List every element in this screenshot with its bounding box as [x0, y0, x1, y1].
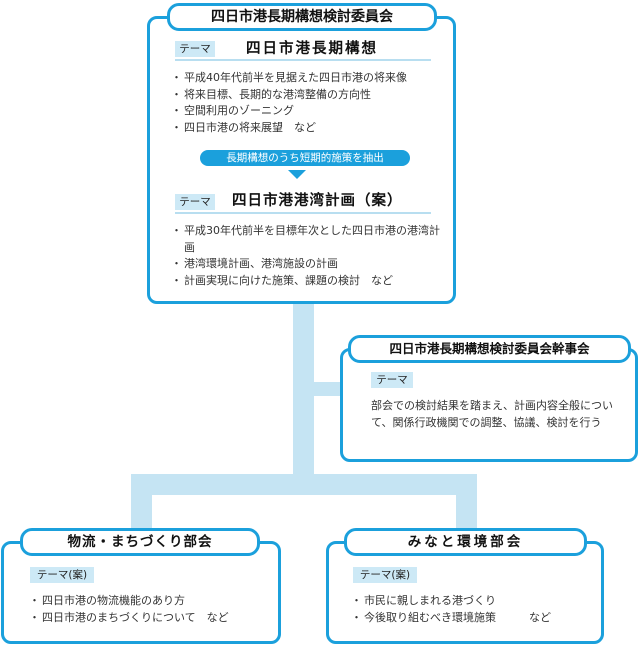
list-item: 市民に親しまれる港づくり — [351, 593, 598, 610]
secretariat-description: 部会での検討結果を踏まえ、計画内容全般について、関係行政機関での調整、協議、検討… — [371, 399, 613, 429]
long-term-bullet-list: 平成40年代前半を見据えた四日市港の将来像 将来目標、長期的な港湾整備の方向性 … — [171, 70, 443, 137]
connector-right-drop — [456, 474, 477, 541]
theme-name-long-term: 四日市港長期構想 — [246, 41, 378, 57]
theme-name-port-plan: 四日市港港湾計画（案） — [232, 193, 403, 209]
list-item: 四日市港の物流機能のあり方 — [29, 593, 271, 610]
environment-bullet-list: 市民に親しまれる港づくり 今後取り組むべき環境施策 など — [351, 593, 598, 627]
connector-horizontal — [131, 474, 477, 495]
logistics-bullet-list: 四日市港の物流機能のあり方 四日市港のまちづくりについて など — [29, 593, 271, 627]
theme-underline-port-plan — [175, 212, 431, 214]
theme-underline-long-term — [175, 59, 431, 61]
connector-to-secretariat — [293, 382, 346, 396]
down-arrow-icon — [288, 170, 306, 179]
logistics-theme-tag: テーマ(案) — [30, 567, 94, 583]
theme-tag-port-plan: テーマ — [175, 194, 215, 210]
list-item: 四日市港の将来展望 など — [171, 120, 443, 137]
port-plan-bullet-list: 平成30年代前半を目標年次とした四日市港の港湾計画 港湾環境計画、港湾施設の計画… — [171, 223, 441, 290]
secretariat-title: 四日市港長期構想検討委員会幹事会 — [348, 335, 631, 363]
secretariat-theme-tag: テーマ — [371, 372, 413, 388]
environment-title: みなと環境部会 — [344, 528, 587, 556]
list-item: 平成30年代前半を目標年次とした四日市港の港湾計画 — [171, 223, 441, 256]
theme-tag-long-term: テーマ — [175, 41, 215, 57]
logistics-title: 物流・まちづくり部会 — [20, 528, 260, 556]
list-item: 四日市港のまちづくりについて など — [29, 610, 271, 627]
list-item: 今後取り組むべき環境施策 など — [351, 610, 598, 627]
list-item: 港湾環境計画、港湾施設の計画 — [171, 256, 441, 273]
list-item: 将来目標、長期的な港湾整備の方向性 — [171, 87, 443, 104]
committee-title: 四日市港長期構想検討委員会 — [167, 3, 437, 31]
extract-label: 長期構想のうち短期的施策を抽出 — [200, 150, 410, 166]
list-item: 平成40年代前半を見据えた四日市港の将来像 — [171, 70, 443, 87]
list-item: 空間利用のゾーニング — [171, 103, 443, 120]
environment-theme-tag: テーマ(案) — [353, 567, 417, 583]
list-item: 計画実現に向けた施策、課題の検討 など — [171, 273, 441, 290]
connector-left-drop — [131, 474, 152, 541]
